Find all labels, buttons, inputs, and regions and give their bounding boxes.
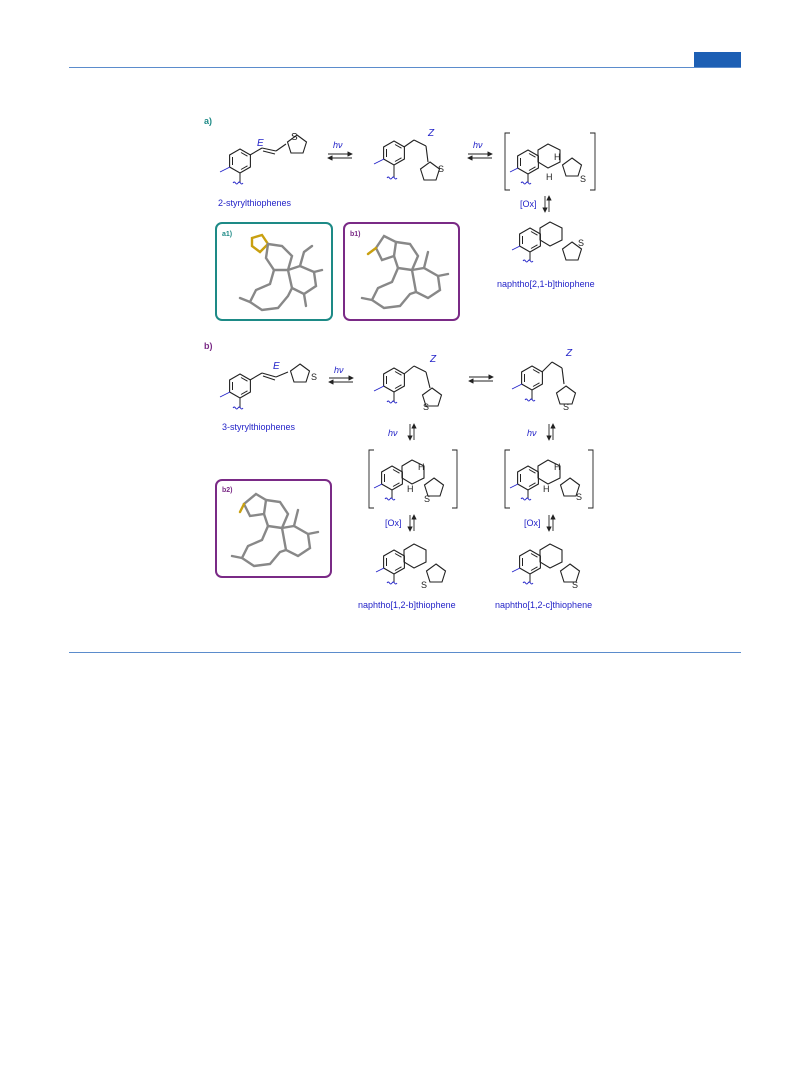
name-3-styrylthiophenes: 3-styrylthiophenes bbox=[222, 422, 296, 432]
molecule-naphtho-2-1-b: S bbox=[511, 221, 584, 263]
inset-b1-label: b1) bbox=[350, 231, 361, 238]
svg-text:S: S bbox=[578, 238, 584, 248]
H-label-b2-2: H bbox=[543, 484, 550, 494]
name-2-styrylthiophenes: 2-styrylthiophenes bbox=[218, 198, 292, 208]
name-naphtho-1-2-b: naphtho[1,2-b]thiophene bbox=[358, 600, 456, 610]
inset-a1-label: a1) bbox=[222, 231, 232, 238]
molecule-3-styrylthiophene: S bbox=[219, 363, 317, 410]
svg-text:S: S bbox=[563, 402, 569, 412]
hv-label-a2: hν bbox=[473, 140, 483, 150]
svg-text:S: S bbox=[580, 174, 586, 184]
ox-label-b1: [Ox] bbox=[385, 518, 402, 528]
footer-rule bbox=[69, 652, 741, 653]
svg-text:S: S bbox=[421, 580, 427, 590]
header-tab bbox=[694, 52, 741, 67]
stereo-E-a: E bbox=[257, 138, 264, 149]
inset-b2 bbox=[215, 479, 332, 578]
hv-label-b2: hν bbox=[388, 428, 398, 438]
molecule-naphtho-1-2-b: S bbox=[375, 543, 447, 590]
svg-text:S: S bbox=[438, 164, 444, 174]
dihydro-intermediate-a: S bbox=[504, 132, 596, 191]
H-label-b1-1: H bbox=[418, 462, 425, 472]
dihydro-intermediate-b1: S bbox=[368, 449, 458, 509]
hv-label-b1: hν bbox=[334, 365, 344, 375]
hv-label-a1: hν bbox=[333, 140, 343, 150]
svg-text:S: S bbox=[423, 402, 429, 412]
ox-label-b2: [Ox] bbox=[524, 518, 541, 528]
stereo-Z-a: Z bbox=[427, 128, 435, 139]
H-label-b1-2: H bbox=[407, 484, 414, 494]
dihydro-intermediate-b2: S bbox=[504, 449, 594, 509]
molecule-z-2-styryl: S bbox=[373, 139, 444, 181]
svg-text:S: S bbox=[572, 580, 578, 590]
svg-text:S: S bbox=[424, 494, 430, 504]
hv-label-b3: hν bbox=[527, 428, 537, 438]
molecule-2-styrylthiophene: S bbox=[219, 132, 308, 185]
svg-text:S: S bbox=[311, 372, 317, 382]
header-rule bbox=[69, 67, 741, 68]
stereo-Z-b1: Z bbox=[429, 354, 437, 365]
molecule-z-3-styryl-1: S bbox=[373, 365, 443, 412]
svg-text:S: S bbox=[291, 132, 298, 143]
stereo-E-b: E bbox=[273, 361, 280, 372]
molecule-z-3-styryl-2: S bbox=[511, 361, 577, 412]
inset-a1 bbox=[215, 222, 333, 321]
panel-a-label: a) bbox=[204, 116, 212, 126]
panel-b-label: b) bbox=[204, 341, 213, 351]
inset-b2-label: b2) bbox=[222, 487, 233, 494]
stereo-Z-b2: Z bbox=[565, 348, 573, 359]
molecule-naphtho-1-2-c: S bbox=[511, 543, 581, 590]
H-label-b2-1: H bbox=[554, 462, 561, 472]
H-label-a-2: H bbox=[546, 172, 553, 182]
ox-label-a: [Ox] bbox=[520, 199, 537, 209]
inset-b1 bbox=[343, 222, 460, 321]
svg-text:S: S bbox=[576, 492, 582, 502]
name-naphtho-2-1-b: naphtho[2,1-b]thiophene bbox=[497, 279, 595, 289]
name-naphtho-1-2-c: naphtho[1,2-c]thiophene bbox=[495, 600, 592, 610]
H-label-a-1: H bbox=[554, 152, 561, 162]
